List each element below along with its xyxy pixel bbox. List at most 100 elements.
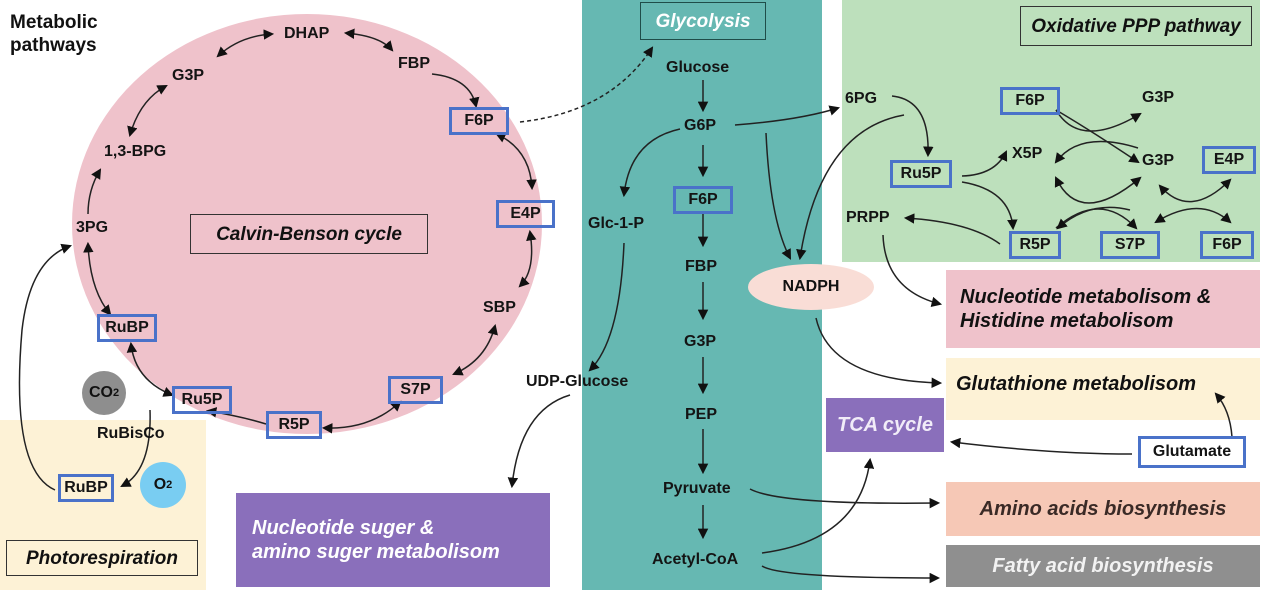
ppp-g3p-mid: G3P <box>1142 152 1175 169</box>
glycolysis-glucose: Glucose <box>666 59 730 76</box>
calvin-e4p: E4P <box>496 200 555 228</box>
tca-cycle-label: TCA cycle <box>837 414 933 436</box>
photorespiration-title: Photorespiration <box>6 540 198 576</box>
glutathione-block: Glutathione metabolisom <box>946 358 1260 420</box>
glycolysis-udp-glucose: UDP-Glucose <box>526 373 629 390</box>
fatty-acid-block: Fatty acid biosynthesis <box>946 545 1260 587</box>
tca-cycle-block: TCA cycle <box>826 398 944 452</box>
arrow-ru5p-rubp <box>126 341 174 397</box>
calvin-ru5p: Ru5P <box>172 386 232 414</box>
glycolysis-title: Glycolysis <box>640 2 766 40</box>
glycolysis-g6p: G6P <box>684 117 717 134</box>
figure-title: Metabolic pathways <box>10 12 150 58</box>
arrow-udpglucose-nucleotide-sugar <box>507 394 571 489</box>
glycolysis-fbp: FBP <box>685 258 717 275</box>
arrow-6pg-ru5p <box>891 95 934 158</box>
calvin-3pg: 3PG <box>76 219 109 236</box>
o2-subscript: 2 <box>166 479 173 491</box>
arrow-x5p-g3p-low <box>1054 176 1142 204</box>
arrow-fbp-f6p <box>431 73 480 109</box>
glycolysis-pep: PEP <box>685 406 718 423</box>
nucleotide-sugar-line1: Nucleotide suger & <box>252 517 435 539</box>
ppp-r5p: R5P <box>1009 231 1061 259</box>
o2-label: O <box>153 476 167 493</box>
arrow-bpg-g3p <box>127 85 168 138</box>
calvin-f6p: F6P <box>449 107 509 135</box>
arrow-glutamate-glutathione <box>1214 392 1233 438</box>
amino-acids-label: Amino acids biosynthesis <box>979 498 1227 520</box>
calvin-benson-title-text: Calvin-Benson cycle <box>216 223 402 245</box>
nucleotide-sugar-line2: amino suger metabolisom <box>252 541 500 563</box>
arrow-glutamate-tca <box>949 437 1133 455</box>
co2-label: CO <box>88 384 113 401</box>
arrow-acetylcoa-tca <box>761 457 875 554</box>
oxidative-ppp-title-text: Oxidative PPP pathway <box>1031 15 1241 37</box>
calvin-g3p: G3P <box>172 67 205 84</box>
nucleotide-histidine-line1: Nucleotide metabolisom & <box>960 286 1212 308</box>
arrow-r5p-prpp <box>903 213 1001 245</box>
arrow-pyruvate-amino <box>749 488 941 509</box>
arrow-r5p-s7p <box>1055 208 1138 230</box>
glycolysis-title-text: Glycolysis <box>655 10 751 32</box>
ppp-prpp: PRPP <box>846 209 890 226</box>
arrow-sbp-s7p <box>452 323 498 376</box>
arrow-ru5p-r5p <box>961 181 1018 231</box>
arrow-f6p-glycolysis <box>519 46 654 123</box>
figure-title-text: Metabolic pathways <box>10 12 98 56</box>
ppp-6pg: 6PG <box>845 90 878 107</box>
rubisco-label: RuBisCo <box>97 425 165 442</box>
ppp-ru5p: Ru5P <box>890 160 952 188</box>
amino-acids-block: Amino acids biosynthesis <box>946 482 1260 536</box>
calvin-r5p: R5P <box>266 411 322 439</box>
arrow-f6p-e4p <box>495 132 537 191</box>
arrow-dhap-fbp <box>343 28 394 52</box>
calvin-dhap: DHAP <box>284 25 330 42</box>
arrow-s7p-r5p <box>1056 206 1131 230</box>
arrow-ppp-nadph <box>796 114 905 261</box>
calvin-benson-title: Calvin-Benson cycle <box>190 214 428 254</box>
ppp-e4p: E4P <box>1202 146 1256 174</box>
co2-subscript: 2 <box>112 387 120 399</box>
calvin-1-3-bpg: 1,3-BPG <box>104 143 167 160</box>
arrow-rubp-3pg-photo <box>18 243 72 491</box>
arrow-acetylcoa-fatty <box>761 565 941 584</box>
arrow-x5p-cross <box>1054 140 1139 164</box>
ppp-g3p-top: G3P <box>1142 89 1175 106</box>
arrow-g6p-nadph <box>765 132 791 260</box>
nadph-ellipse: NADPH <box>748 264 874 310</box>
calvin-s7p: S7P <box>388 376 443 404</box>
ppp-f6p-bottom: F6P <box>1200 231 1254 259</box>
arrow-nadph-glutathione <box>815 317 943 389</box>
calvin-fbp: FBP <box>398 55 430 72</box>
arrow-ru5p-x5p <box>961 150 1008 177</box>
glycolysis-glc-1-p: Glc-1-P <box>588 215 645 232</box>
arrow-g6p-6pg <box>734 105 841 126</box>
glutamate-node: Glutamate <box>1138 436 1246 468</box>
glycolysis-pyruvate: Pyruvate <box>663 480 731 497</box>
arrow-glc1p-udpglucose <box>588 242 625 372</box>
photorespiration-title-text: Photorespiration <box>25 547 178 569</box>
glycolysis-g3p: G3P <box>684 333 717 350</box>
arrow-f6p-g3p-top <box>1055 109 1142 132</box>
arrow-rubisco-rubp <box>120 409 151 487</box>
ppp-s7p: S7P <box>1100 231 1160 259</box>
ppp-f6p-top: F6P <box>1000 87 1060 115</box>
arrow-s7p-r5p <box>321 400 402 434</box>
nucleotide-histidine-line2: Histidine metabolisom <box>960 310 1174 332</box>
arrow-f6p-g3p-mid <box>1055 109 1140 164</box>
glutathione-label: Glutathione metabolisom <box>956 373 1197 395</box>
glycolysis-acetyl-coa: Acetyl-CoA <box>652 551 739 568</box>
arrow-prpp-nucleotide <box>882 234 943 308</box>
arrow-g3p-e4p <box>1158 178 1232 203</box>
nadph-label: NADPH <box>782 278 840 295</box>
ppp-x5p: X5P <box>1012 145 1043 162</box>
arrow-3pg-bpg <box>87 168 102 215</box>
glycolysis-f6p: F6P <box>673 186 733 214</box>
nucleotide-histidine-block: Nucleotide metabolisom & Histidine metab… <box>946 270 1260 348</box>
oxidative-ppp-title: Oxidative PPP pathway <box>1020 6 1252 46</box>
arrow-g3p-dhap <box>216 29 275 58</box>
calvin-sbp: SBP <box>483 299 516 316</box>
